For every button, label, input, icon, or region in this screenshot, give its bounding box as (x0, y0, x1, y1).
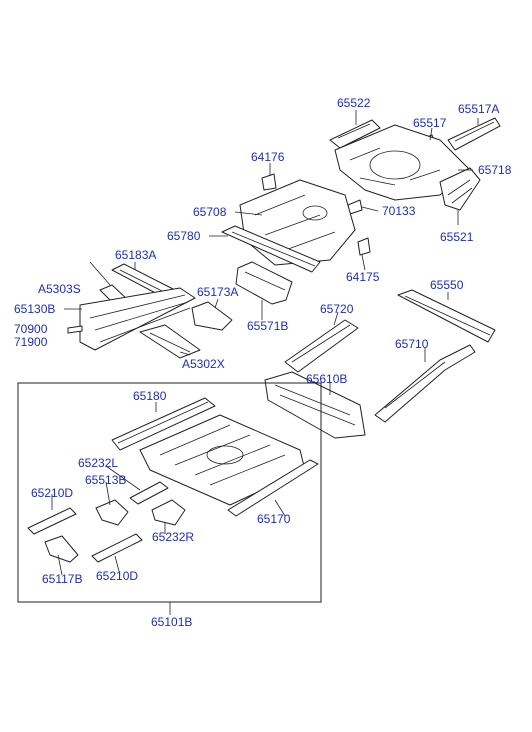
label-65101B: 65101B (151, 615, 192, 629)
label-65513B: 65513B (85, 473, 126, 487)
part-front-floor-pan (139, 414, 306, 506)
label-65117B: 65117B (42, 572, 82, 586)
label-65170: 65170 (257, 512, 291, 526)
part-64175 (357, 237, 371, 256)
label-71900: 71900 (14, 335, 48, 349)
label-65720: 65720 (320, 302, 354, 316)
label-65130B: 65130B (14, 302, 55, 316)
label-65517: 65517 (413, 116, 447, 130)
label-65210D-upper: 65210D (31, 486, 73, 500)
part-65571B (235, 261, 293, 305)
label-65183A: 65183A (115, 248, 156, 262)
part-65522 (329, 119, 381, 149)
label-65780: 65780 (167, 229, 201, 243)
part-65780 (221, 225, 321, 273)
part-65130B (79, 287, 196, 351)
label-65708: 65708 (193, 205, 227, 219)
part-65170 (227, 459, 319, 517)
part-65180 (111, 397, 216, 451)
label-65180: 65180 (133, 389, 167, 403)
part-65550 (397, 289, 496, 343)
part-65513B (95, 499, 129, 526)
label-65550: 65550 (430, 278, 464, 292)
label-70133: 70133 (382, 204, 416, 218)
part-65610B (264, 371, 366, 439)
label-A5302X: A5302X (182, 357, 225, 371)
part-65117B (44, 535, 79, 563)
label-A5303S: A5303S (38, 282, 81, 296)
part-65710 (374, 344, 476, 423)
part-65517A (447, 117, 501, 151)
part-65720 (284, 319, 359, 373)
part-rear-floor-pan (334, 124, 471, 201)
label-65522: 65522 (337, 96, 371, 110)
leader-lines (51, 110, 479, 615)
part-65210D-upper (27, 507, 77, 535)
label-65710: 65710 (395, 337, 429, 351)
part-65173A (191, 301, 233, 331)
label-65571B: 65571B (247, 319, 288, 333)
label-65610B: 65610B (306, 372, 347, 386)
label-65718: 65718 (478, 163, 512, 177)
label-65232R: 65232R (152, 530, 194, 544)
label-64175: 64175 (346, 270, 380, 284)
part-65232R (151, 499, 186, 526)
label-65517A: 65517A (458, 102, 499, 116)
part-A5302X (139, 324, 201, 359)
part-64176 (261, 173, 277, 191)
label-65232L: 65232L (78, 456, 118, 470)
label-70900: 70900 (14, 322, 48, 336)
part-70900 (67, 325, 83, 334)
part-65210D-lower (91, 533, 143, 563)
label-65173A: 65173A (197, 285, 238, 299)
label-65521: 65521 (440, 230, 474, 244)
kit-group-box (17, 382, 322, 603)
label-64176: 64176 (251, 150, 285, 164)
label-65210D-lower: 65210D (96, 569, 138, 583)
part-65232L (129, 481, 169, 505)
